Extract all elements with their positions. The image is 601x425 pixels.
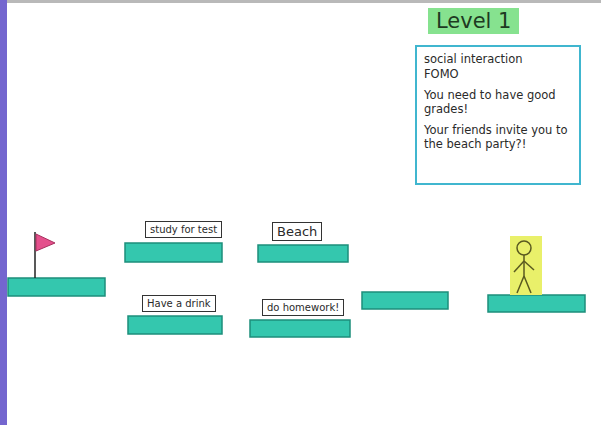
info-text: You need to have good grades! <box>424 88 572 117</box>
info-text: social interaction <box>424 52 572 66</box>
platform <box>488 295 585 312</box>
choice-sign: study for test <box>145 221 222 238</box>
left-border-strip <box>0 0 7 425</box>
character-highlight <box>510 236 542 295</box>
info-text: FOMO <box>424 67 572 81</box>
info-box: social interactionFOMO You need to have g… <box>415 45 581 185</box>
platform <box>258 245 348 262</box>
platform <box>128 316 222 334</box>
start-platform <box>8 278 105 296</box>
choice-sign: Have a drink <box>142 295 216 312</box>
choice-sign: Beach <box>272 222 322 241</box>
top-edge <box>7 0 601 3</box>
choice-label: Beach <box>277 224 317 239</box>
level-title: Level 1 <box>428 8 519 34</box>
info-text: Your friends invite you to the beach par… <box>424 123 572 152</box>
platform <box>125 243 222 262</box>
choice-label: study for test <box>150 223 217 236</box>
choice-sign: do homework! <box>262 299 344 316</box>
choice-label: Have a drink <box>147 297 211 310</box>
choice-label: do homework! <box>267 301 339 314</box>
platform <box>362 292 448 309</box>
player-character <box>514 241 534 293</box>
goal-flag <box>36 234 55 251</box>
platform <box>250 320 350 337</box>
